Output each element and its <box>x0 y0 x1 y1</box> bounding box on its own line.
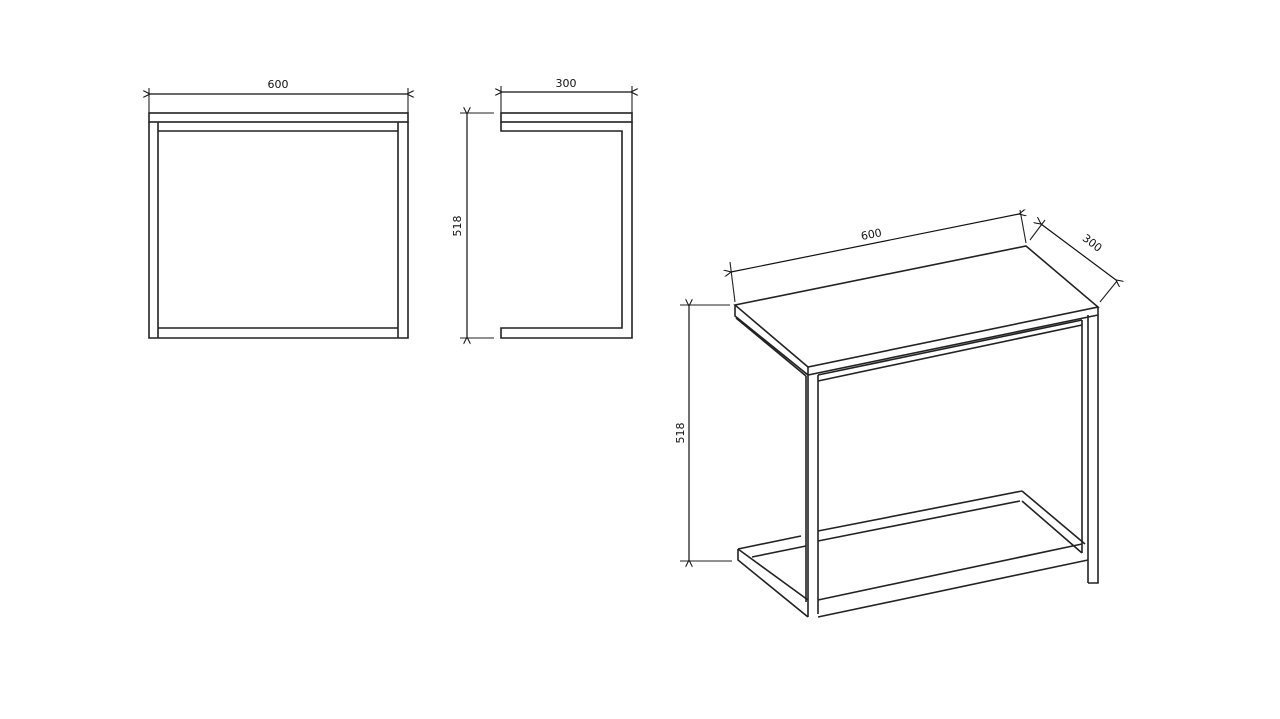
iso-top-rails <box>735 317 1083 382</box>
side-view: 300 518 <box>451 77 632 338</box>
side-depth-label: 300 <box>556 77 577 90</box>
front-tabletop <box>148 112 409 123</box>
side-height-label: 518 <box>451 216 464 237</box>
iso-base-frame <box>737 490 1089 618</box>
side-c-frame <box>500 122 633 339</box>
front-width-label: 600 <box>268 78 289 91</box>
iso-tabletop-top <box>733 245 1100 368</box>
iso-width-dimension <box>731 214 1019 272</box>
iso-extension-lines <box>680 209 1118 562</box>
side-tabletop <box>500 112 633 123</box>
front-extension-lines <box>148 88 409 113</box>
front-frame <box>148 122 409 339</box>
iso-view: 600 300 518 <box>674 209 1118 618</box>
iso-depth-dimension <box>1041 224 1116 280</box>
side-extension-lines <box>460 86 633 339</box>
iso-width-label: 600 <box>860 226 883 243</box>
iso-height-label: 518 <box>674 423 687 444</box>
iso-tabletop-edge <box>734 305 1099 376</box>
front-view: 600 <box>148 78 409 339</box>
iso-front-left-leg <box>805 375 819 617</box>
iso-right-leg <box>1081 315 1099 584</box>
iso-depth-label: 300 <box>1080 232 1105 255</box>
